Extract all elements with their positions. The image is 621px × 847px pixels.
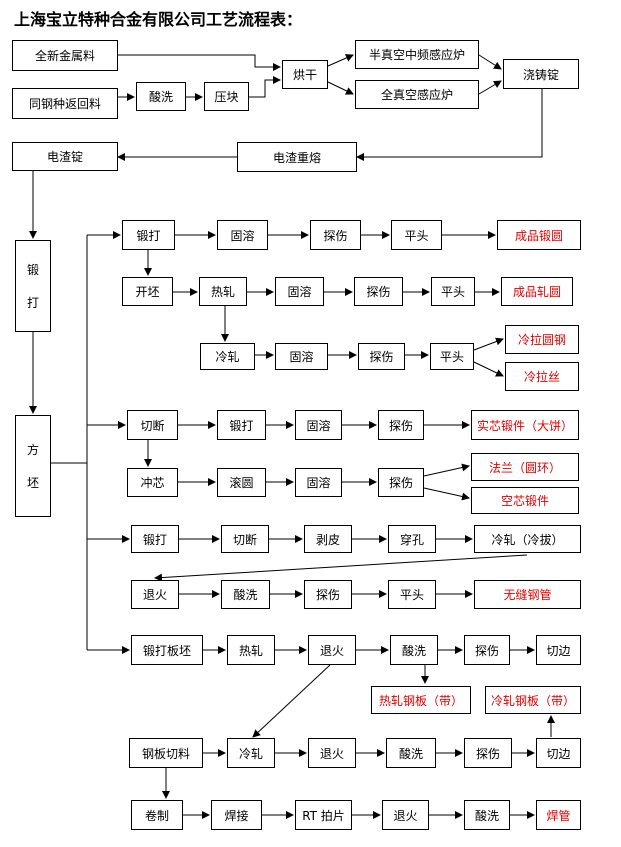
b-rolled-round-product-box: 成品轧圆	[501, 277, 573, 306]
billet-char-1: 方	[26, 443, 39, 457]
h-hot-rolling-box: 热轧	[227, 635, 275, 665]
e-punching-box: 冲芯	[127, 468, 178, 497]
f-peeling-box: 剥皮	[304, 525, 352, 553]
h-forged-slab-box: 锻打板坯	[131, 635, 203, 665]
pickling-box: 酸洗	[136, 82, 186, 111]
j-welded-tube-product-box: 焊管	[536, 800, 581, 830]
c-solution-box: 固溶	[275, 343, 328, 370]
a-forging-box: 锻打	[122, 220, 175, 250]
j-welding-box: 焊接	[211, 800, 262, 830]
h-annealing-box: 退火	[308, 635, 356, 665]
semi-vacuum-furnace-box: 半真空中频感应炉	[355, 40, 479, 69]
c-cold-rolling-box: 冷轧	[200, 343, 255, 370]
d-solid-forging-product-box: 实芯锻件（大饼）	[471, 410, 579, 440]
e-flange-product-box: 法兰（圆环）	[471, 453, 579, 481]
e-hollow-forging-product-box: 空芯锻件	[471, 487, 579, 514]
h-inspection-box: 探伤	[464, 635, 510, 665]
g-annealing-box: 退火	[131, 580, 179, 609]
i-cold-rolling-box: 冷轧	[227, 738, 275, 768]
j-pickling-box: 酸洗	[464, 800, 510, 830]
j-annealing-box: 退火	[382, 800, 429, 830]
i-plate-cutting-box: 钢板切料	[129, 738, 203, 768]
e-solution-box: 固溶	[295, 468, 342, 497]
returned-steel-box: 同钢种返回料	[12, 88, 118, 119]
d-solution-box: 固溶	[295, 410, 342, 440]
a-inspection-box: 探伤	[310, 220, 361, 250]
g-pickling-box: 酸洗	[221, 580, 270, 609]
c-inspection-box: 探伤	[358, 343, 405, 370]
a-facing-box: 平头	[391, 220, 442, 250]
b-solution-box: 固溶	[275, 277, 324, 306]
full-vacuum-furnace-box: 全真空感应炉	[355, 80, 479, 109]
forging-char-2: 打	[26, 296, 39, 310]
forging-vertical-box: 锻 打	[15, 240, 51, 332]
briquetting-box: 压块	[204, 82, 249, 111]
f-forging-box: 锻打	[131, 525, 179, 553]
g-facing-box: 平头	[388, 580, 436, 609]
i-annealing-box: 退火	[308, 738, 356, 768]
h-hot-rolled-plate-product-box: 热轧钢板（带）	[371, 686, 471, 714]
esr-ingot-box: 电渣锭	[12, 142, 118, 171]
billet-char-2: 坯	[26, 476, 39, 490]
b-inspection-box: 探伤	[354, 277, 403, 306]
a-solution-box: 固溶	[217, 220, 268, 250]
i-inspection-box: 探伤	[464, 738, 512, 768]
i-trimming-box: 切边	[536, 738, 581, 768]
d-inspection-box: 探伤	[378, 410, 424, 440]
new-metal-box: 全新金属料	[12, 40, 118, 71]
drying-box: 烘干	[282, 60, 328, 89]
forging-char-1: 锻	[26, 263, 39, 277]
e-inspection-box: 探伤	[378, 468, 424, 497]
g-seamless-tube-product-box: 无缝钢管	[474, 580, 581, 609]
f-piercing-box: 穿孔	[388, 525, 436, 553]
c-facing-box: 平头	[430, 343, 474, 370]
c-cold-drawn-wire-box: 冷拉丝	[505, 362, 579, 391]
f-cutting-box: 切断	[221, 525, 269, 553]
i-pickling-box: 酸洗	[386, 738, 436, 768]
b-cogging-box: 开坯	[122, 277, 173, 306]
page-title: 上海宝立特种合金有限公司工艺流程表：	[14, 10, 303, 29]
h-cold-rolled-plate-product-box: 冷轧钢板（带）	[485, 686, 581, 714]
j-rolling-box: 卷制	[131, 800, 183, 830]
d-forging-box: 锻打	[217, 410, 266, 440]
b-facing-box: 平头	[431, 277, 475, 306]
e-rounding-box: 滚圆	[217, 468, 266, 497]
h-pickling-box: 酸洗	[390, 635, 438, 665]
esr-remelt-box: 电渣重熔	[237, 142, 357, 172]
j-rt-inspection-box: RT 拍片	[295, 800, 352, 830]
ingot-box: 浇铸锭	[503, 59, 579, 89]
b-hot-rolling-box: 热轧	[199, 277, 247, 306]
d-cutting-box: 切断	[127, 410, 178, 440]
a-forged-round-product-box: 成品锻圆	[497, 220, 581, 250]
g-inspection-box: 探伤	[304, 580, 352, 609]
f-cold-roll-draw-box: 冷轧（冷拔）	[474, 525, 581, 553]
c-cold-drawn-bar-box: 冷拉圆钢	[505, 325, 579, 354]
square-billet-box: 方 坯	[15, 415, 51, 517]
h-trimming-box: 切边	[536, 635, 581, 665]
